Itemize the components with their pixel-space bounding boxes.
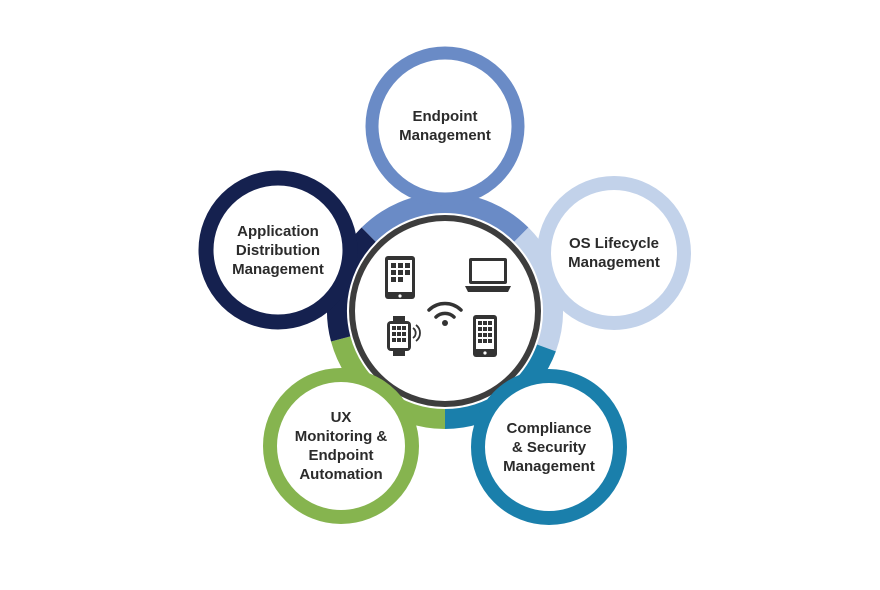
node-label-line: UX	[330, 409, 352, 426]
node-label-line: Application	[237, 222, 319, 240]
node-label-line: Distribution	[235, 241, 321, 259]
node-label-line: Monitoring &	[294, 428, 388, 445]
node-ring-os-lifecycle	[537, 176, 691, 330]
node-ring-ux-monitoring	[263, 368, 419, 524]
node-rings	[198, 46, 691, 525]
node-label-line: & Security	[511, 438, 587, 456]
node-ring-compliance	[471, 369, 627, 525]
node-label-line: Management	[399, 127, 491, 144]
node-ring-application	[198, 170, 358, 330]
laptop-icon	[465, 258, 511, 292]
node-label-line: Management	[232, 260, 324, 278]
node-label-line: Endpoint	[412, 108, 478, 125]
tablet-icon	[385, 256, 415, 299]
node-label-line: Endpoint	[308, 447, 374, 464]
smartphone-icon	[473, 315, 497, 357]
wifi-icon	[427, 301, 463, 326]
node-label-line: Management	[568, 254, 660, 271]
node-label-line: Management	[503, 457, 595, 475]
node-label-line: OS Lifecycle	[568, 235, 660, 252]
node-label-line: Compliance	[506, 419, 592, 437]
node-ring-endpoint	[365, 46, 525, 206]
hub-circle	[349, 215, 541, 407]
smartwatch-icon	[387, 316, 421, 356]
node-label-line: Automation	[299, 466, 383, 483]
